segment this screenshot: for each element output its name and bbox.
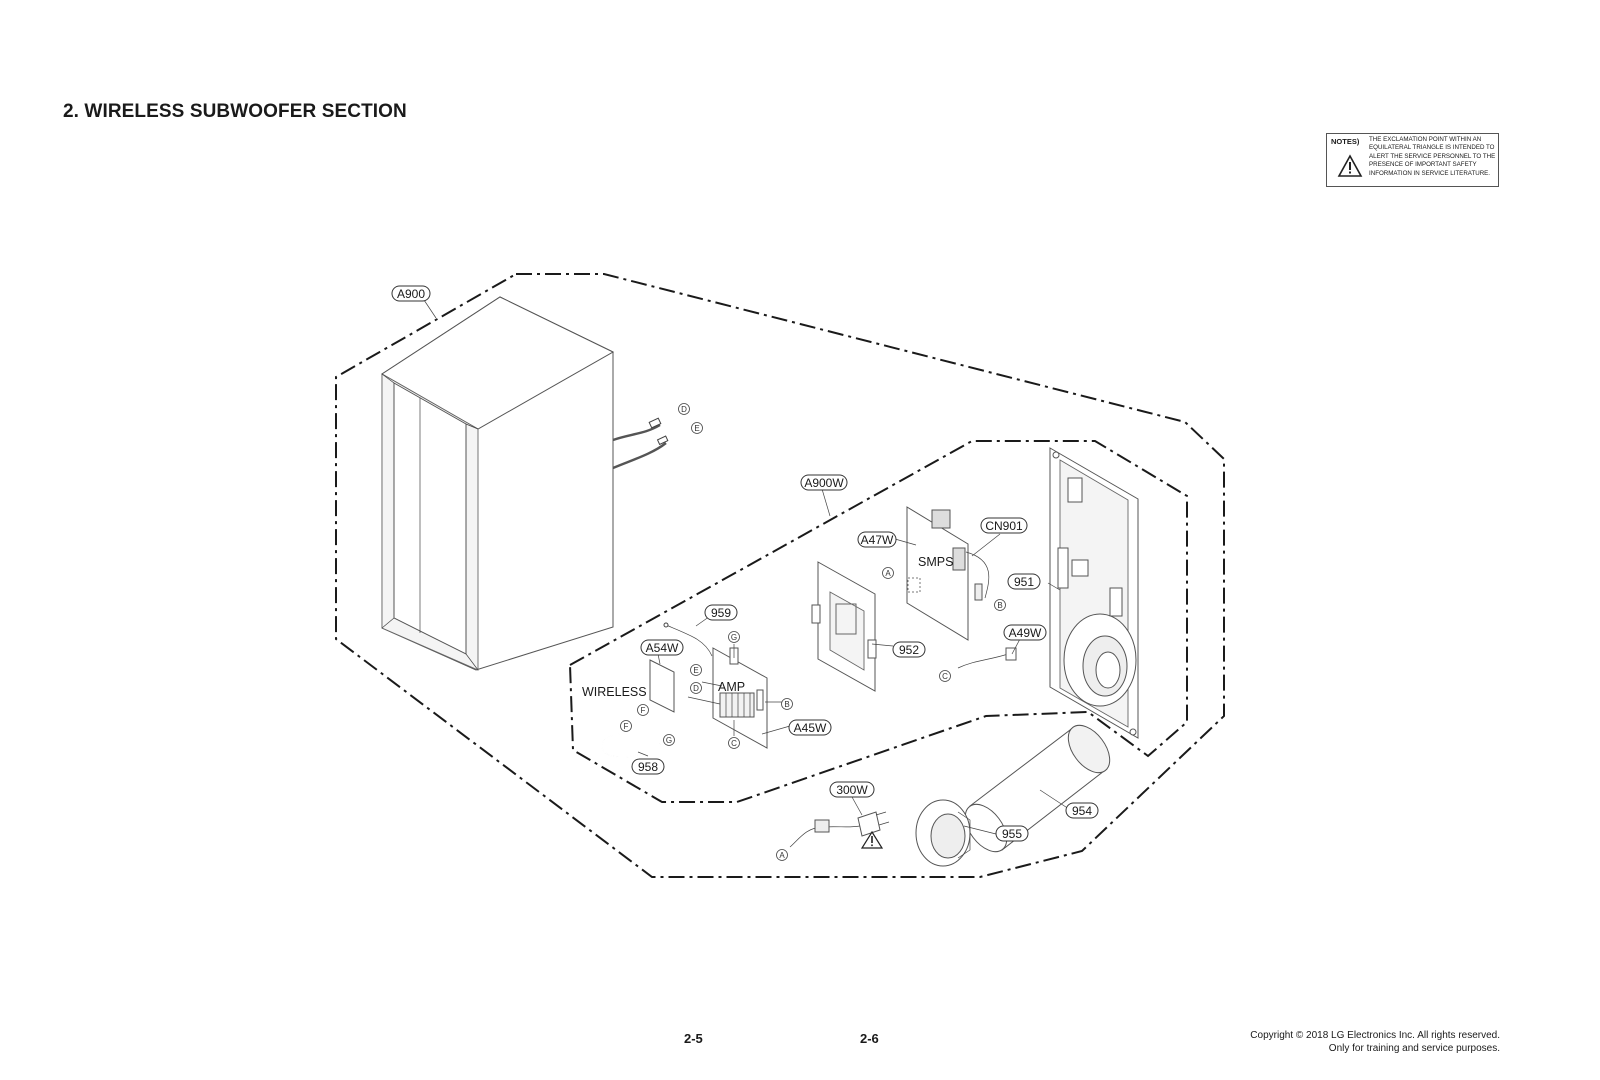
svg-text:B: B xyxy=(784,700,789,709)
connector-point-a-cord: A xyxy=(776,849,788,861)
callout-954: 954 xyxy=(1065,802,1099,819)
notes-box: NOTES) THE EXCLAMATION POINT WITHIN AN E… xyxy=(1326,133,1499,187)
front-baffle-951 xyxy=(1049,447,1139,739)
svg-text:A47W: A47W xyxy=(861,533,894,547)
copyright-notice: Copyright © 2018 LG Electronics Inc. All… xyxy=(1250,1029,1500,1055)
connector-point-f-wireless: F xyxy=(637,704,649,716)
callout-a54w: A54W xyxy=(640,639,684,656)
svg-text:A: A xyxy=(885,569,891,578)
svg-text:958: 958 xyxy=(638,760,658,774)
notes-label: NOTES) xyxy=(1331,137,1360,146)
wireless-module-a54w xyxy=(649,622,713,713)
callout-955: 955 xyxy=(995,825,1029,842)
cable-a49w xyxy=(957,647,1017,669)
bracket-952 xyxy=(811,561,877,692)
inner-assembly-boundary xyxy=(568,440,1188,803)
connector-point-g-amp-top: G xyxy=(728,631,740,643)
connector-point-e-amp: E xyxy=(690,664,702,676)
svg-text:A: A xyxy=(779,851,785,860)
svg-text:B: B xyxy=(997,601,1002,610)
connector-point-c-a49w: C xyxy=(939,670,951,682)
connector-point-c-amp: C xyxy=(728,737,740,749)
warning-triangle-icon xyxy=(860,830,884,849)
svg-text:F: F xyxy=(641,706,646,715)
callout-a47w: A47W xyxy=(857,531,897,548)
connector-point-e-cabinet: E xyxy=(691,422,703,434)
notes-text: THE EXCLAMATION POINT WITHIN AN EQUILATE… xyxy=(1369,136,1496,177)
svg-text:E: E xyxy=(694,424,699,433)
page-number-left: 2-5 xyxy=(684,1031,703,1046)
connector-point-g-cable: G xyxy=(663,734,675,746)
power-cord-300w xyxy=(789,811,890,848)
svg-text:CN901: CN901 xyxy=(985,519,1023,533)
svg-text:300W: 300W xyxy=(836,783,868,797)
connector-point-a-smps: A xyxy=(882,567,894,579)
svg-text:A49W: A49W xyxy=(1009,626,1042,640)
connector-point-d-cabinet: D xyxy=(678,403,690,415)
svg-text:952: 952 xyxy=(899,643,919,657)
callout-959: 959 xyxy=(704,604,738,621)
svg-text:D: D xyxy=(681,405,687,414)
board-label-amp: AMP xyxy=(718,680,745,694)
svg-text:951: 951 xyxy=(1014,575,1034,589)
svg-text:G: G xyxy=(731,633,737,642)
svg-text:A900: A900 xyxy=(397,287,425,301)
callout-952: 952 xyxy=(892,641,926,658)
callout-300w: 300W xyxy=(829,781,875,798)
warning-triangle-icon xyxy=(1337,154,1363,183)
svg-text:C: C xyxy=(942,672,948,681)
amp-board-a45w xyxy=(712,647,768,749)
smps-board-a47w xyxy=(906,506,990,641)
svg-text:G: G xyxy=(666,736,672,745)
svg-text:A900W: A900W xyxy=(804,476,844,490)
svg-text:A45W: A45W xyxy=(794,721,827,735)
callout-a49w: A49W xyxy=(1003,624,1047,641)
board-label-smps: SMPS xyxy=(918,555,953,569)
svg-text:D: D xyxy=(693,684,699,693)
svg-text:F: F xyxy=(624,722,629,731)
connector-point-d-amp: D xyxy=(690,682,702,694)
port-tube-954 xyxy=(964,724,1111,853)
svg-text:955: 955 xyxy=(1002,827,1022,841)
outer-assembly-boundary xyxy=(335,273,1225,878)
callout-a900: A900 xyxy=(391,285,431,302)
section-title: 2. WIRELESS SUBWOOFER SECTION xyxy=(63,101,407,122)
cabinet-a900 xyxy=(381,296,669,671)
usage-line: Only for training and service purposes. xyxy=(1328,1043,1500,1054)
callout-cn901: CN901 xyxy=(980,517,1028,534)
svg-text:A54W: A54W xyxy=(646,641,679,655)
connector-point-f-cable: F xyxy=(620,720,632,732)
board-label-wireless: WIRELESS xyxy=(582,685,647,699)
connector-point-b-smps: B xyxy=(994,599,1006,611)
callout-a45w: A45W xyxy=(788,719,832,736)
port-flare-955 xyxy=(915,799,971,867)
svg-text:E: E xyxy=(693,666,698,675)
callout-958: 958 xyxy=(631,758,665,775)
svg-text:C: C xyxy=(731,739,737,748)
copyright-line: Copyright © 2018 LG Electronics Inc. All… xyxy=(1250,1030,1500,1041)
svg-text:954: 954 xyxy=(1072,804,1092,818)
page-number-right: 2-6 xyxy=(860,1031,879,1046)
callout-a900w: A900W xyxy=(800,474,848,491)
svg-text:959: 959 xyxy=(711,606,731,620)
connector-point-b-amp: B xyxy=(781,698,793,710)
flat-cable-958 xyxy=(601,732,661,758)
callout-951: 951 xyxy=(1007,573,1041,590)
